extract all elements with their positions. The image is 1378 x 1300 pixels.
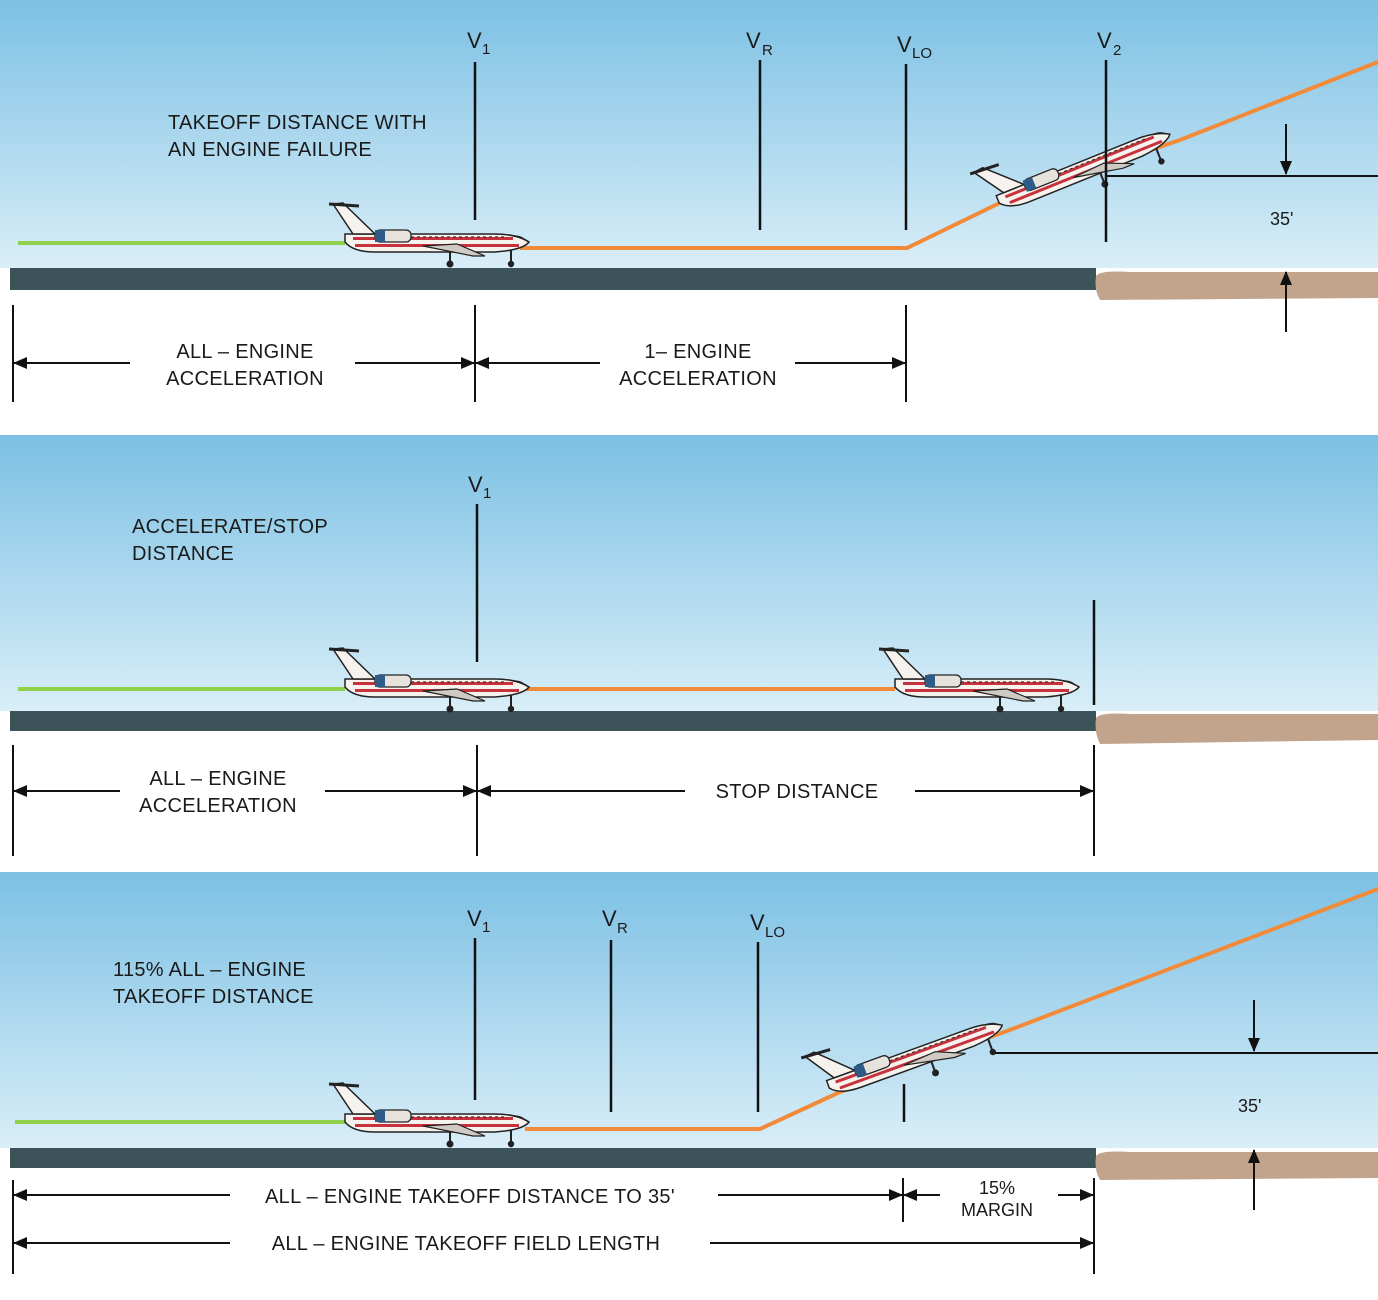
runway bbox=[10, 268, 1096, 290]
panel-title-line1: 115% ALL – ENGINE bbox=[113, 959, 306, 981]
all-engine-accel-line2: ACCELERATION bbox=[139, 795, 297, 817]
margin-label-line2: MARGIN bbox=[961, 1200, 1033, 1220]
vr-subscript: R bbox=[762, 42, 773, 59]
distance-dimensions: ALL – ENGINE ACCELERATION 1– ENGINE ACCE… bbox=[12, 305, 907, 402]
vr-label: V bbox=[746, 28, 761, 53]
all-engine-accel-line1: ALL – ENGINE bbox=[176, 341, 313, 363]
field-length-label: ALL – ENGINE TAKEOFF FIELD LENGTH bbox=[272, 1233, 661, 1255]
distance-dimensions: ALL – ENGINE ACCELERATION STOP DISTANCE bbox=[12, 745, 1095, 856]
sky-background bbox=[0, 872, 1378, 1148]
all-engine-distance-label: ALL – ENGINE TAKEOFF DISTANCE TO 35' bbox=[265, 1186, 675, 1208]
v1-marker: V 1 bbox=[467, 28, 490, 220]
vr-subscript: R bbox=[617, 920, 628, 937]
overrun-ground bbox=[1095, 271, 1378, 300]
v1-subscript: 1 bbox=[482, 919, 490, 936]
all-engine-accel-line1: ALL – ENGINE bbox=[149, 768, 286, 790]
vlo-label: V bbox=[897, 32, 912, 57]
panel-title-line1: ACCELERATE/STOP bbox=[132, 516, 328, 538]
margin-label-line1: 15% bbox=[979, 1178, 1015, 1198]
panel-title-line2: TAKEOFF DISTANCE bbox=[113, 986, 314, 1008]
height-35ft-indicator: 35' bbox=[1106, 124, 1378, 332]
vlo-subscript: LO bbox=[765, 924, 785, 941]
panel-title-line1: TAKEOFF DISTANCE WITH bbox=[168, 112, 427, 134]
panel-accelerate-stop: ACCELERATE/STOP DISTANCE V 1 ALL – ENGIN… bbox=[0, 435, 1378, 856]
overrun-ground bbox=[1095, 713, 1378, 744]
height-label: 35' bbox=[1238, 1096, 1261, 1116]
panel-engine-failure: TAKEOFF DISTANCE WITH AN ENGINE FAILURE … bbox=[0, 0, 1378, 402]
v1-subscript: 1 bbox=[483, 485, 491, 502]
one-engine-accel-line1: 1– ENGINE bbox=[644, 341, 751, 363]
panel-all-engine-takeoff: 115% ALL – ENGINE TAKEOFF DISTANCE V 1 V… bbox=[0, 872, 1378, 1274]
overrun-ground bbox=[1095, 1151, 1378, 1180]
v1-subscript: 1 bbox=[482, 41, 490, 58]
v2-marker: V 2 bbox=[1097, 28, 1121, 242]
vr-label: V bbox=[602, 906, 617, 931]
height-35ft-indicator: 35' bbox=[995, 1000, 1378, 1210]
vlo-subscript: LO bbox=[912, 45, 932, 62]
panel-title-line2: DISTANCE bbox=[132, 543, 234, 565]
v1-marker: V 1 bbox=[468, 472, 491, 662]
all-engine-accel-line2: ACCELERATION bbox=[166, 368, 324, 390]
sky-background bbox=[0, 0, 1378, 268]
flight-path-orange bbox=[525, 887, 1378, 1131]
v2-subscript: 2 bbox=[1113, 42, 1121, 59]
v1-label: V bbox=[467, 28, 482, 53]
height-label: 35' bbox=[1270, 209, 1293, 229]
vr-marker: V R bbox=[746, 28, 773, 230]
one-engine-accel-line2: ACCELERATION bbox=[619, 368, 777, 390]
v1-marker: V 1 bbox=[467, 906, 490, 1100]
vr-marker: V R bbox=[602, 906, 628, 1112]
sky-background bbox=[0, 435, 1378, 711]
stop-distance-label: STOP DISTANCE bbox=[716, 781, 879, 803]
vlo-marker: V LO bbox=[897, 32, 932, 230]
runway bbox=[10, 1148, 1096, 1168]
vlo-marker: V LO bbox=[750, 910, 785, 1112]
distance-dimensions: ALL – ENGINE TAKEOFF DISTANCE TO 35' 15%… bbox=[12, 1178, 1095, 1274]
v2-label: V bbox=[1097, 28, 1112, 53]
runway bbox=[10, 711, 1096, 731]
v1-label: V bbox=[467, 906, 482, 931]
panel-title-line2: AN ENGINE FAILURE bbox=[168, 139, 372, 161]
v1-label: V bbox=[468, 472, 483, 497]
vlo-label: V bbox=[750, 910, 765, 935]
